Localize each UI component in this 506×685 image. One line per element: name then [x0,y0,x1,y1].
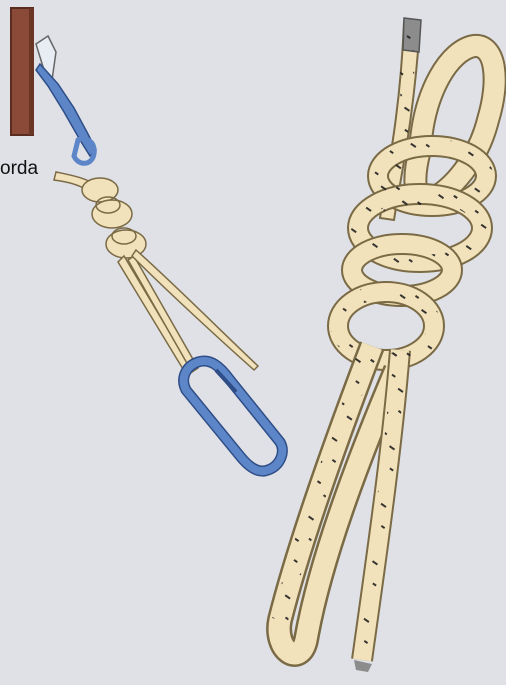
rope-label: orda [0,159,38,178]
figure-eight-knot-large [279,18,495,672]
carabiner-bottom-icon [184,361,283,471]
figure-eight-knot-small [54,172,258,374]
carabiner-top-icon [36,36,96,163]
anchor-post [11,8,34,135]
